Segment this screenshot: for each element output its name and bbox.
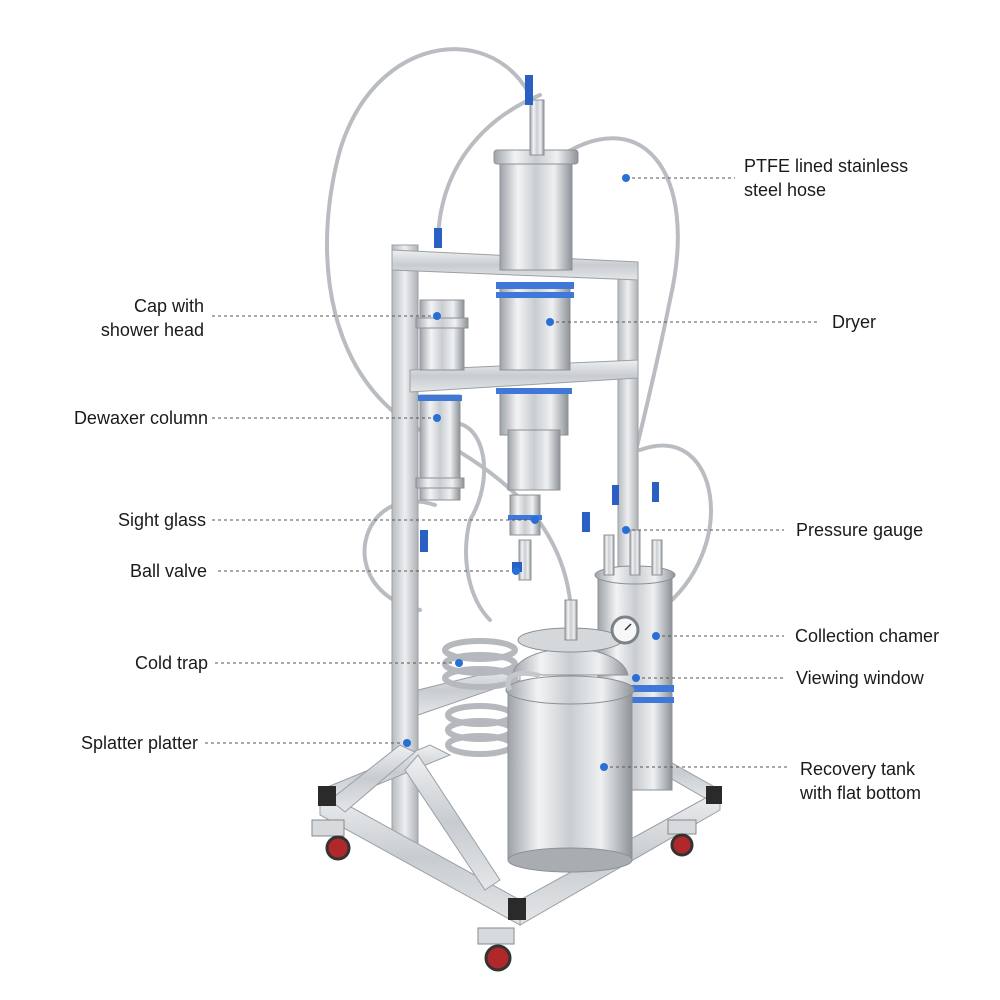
label-ptfe-hose-line2: steel hose xyxy=(744,180,827,200)
right-hose xyxy=(553,136,680,522)
label-cap-shower-head: Cap with shower head xyxy=(101,294,204,342)
marker-gauge xyxy=(622,526,630,534)
marker-sight xyxy=(531,516,539,524)
tank-handle xyxy=(505,670,541,692)
dryer-band-3 xyxy=(496,388,572,394)
dryer-band-2 xyxy=(496,292,574,298)
label-dewaxer-column: Dewaxer column xyxy=(74,406,208,430)
ball-valve-handle xyxy=(512,562,522,572)
dewaxer-valve-handle xyxy=(434,228,442,248)
label-recovery-line1: Recovery tank xyxy=(800,759,916,779)
sight-glass-band xyxy=(508,515,542,520)
label-recovery-tank: Recovery tank with flat bottom xyxy=(800,757,921,805)
label-cold-trap: Cold trap xyxy=(135,651,208,675)
marker-cold xyxy=(455,659,463,667)
label-sight-glass: Sight glass xyxy=(118,508,206,532)
caster-right xyxy=(667,819,697,857)
dewaxer-column xyxy=(415,228,469,501)
marker-ball xyxy=(512,567,520,575)
label-ball-text: Ball valve xyxy=(129,561,207,581)
label-recovery-line2: with flat bottom xyxy=(800,783,922,803)
top-hose xyxy=(436,93,542,242)
side-valve-handle xyxy=(582,512,590,532)
label-cold-text: Cold trap xyxy=(134,653,208,673)
base-front-rail xyxy=(319,789,521,926)
corner-cap-front xyxy=(508,898,526,920)
label-ball-valve: Ball valve xyxy=(130,559,207,583)
dryer-band-1 xyxy=(496,282,574,289)
corner-cap-left xyxy=(318,786,336,806)
label-pressure-gauge: Pressure gauge xyxy=(796,518,923,542)
top-valve-handle xyxy=(525,75,533,105)
label-gauge-text: Pressure gauge xyxy=(796,520,924,540)
label-dryer: Dryer xyxy=(832,310,876,334)
marker-dryer xyxy=(546,318,554,326)
diagonal-brace-left xyxy=(329,744,416,813)
label-dryer-text: Dryer xyxy=(832,312,876,332)
right-hose-loop xyxy=(638,443,713,612)
marker-dewaxer xyxy=(433,414,441,422)
dewaxer-band xyxy=(418,395,462,401)
casters xyxy=(311,819,697,972)
collection-valve-2 xyxy=(652,482,659,502)
marker-cap xyxy=(433,312,441,320)
left-valve-handle xyxy=(420,530,428,552)
label-viewing-window: Viewing window xyxy=(796,666,924,690)
collection-band-1 xyxy=(596,685,674,692)
caster-front xyxy=(477,927,515,972)
label-splatter-platter: Splatter platter xyxy=(81,731,198,755)
label-ptfe-hose: PTFE lined stainless steel hose xyxy=(744,154,908,202)
corner-cap-right xyxy=(706,786,722,804)
marker-viewing xyxy=(632,674,640,682)
dewaxer-hose xyxy=(428,420,492,622)
label-ptfe-hose-line1: PTFE lined stainless xyxy=(744,156,909,176)
label-cap-line1: Cap with xyxy=(133,296,204,316)
label-dewaxer-text: Dewaxer column xyxy=(73,408,208,428)
recovery-tank xyxy=(505,599,640,873)
label-viewing-text: Viewing window xyxy=(796,668,924,688)
marker-recovery xyxy=(600,763,608,771)
marker-splatter xyxy=(403,739,411,747)
sight-glass-assembly xyxy=(420,494,590,581)
label-collection-chamber: Collection chamer xyxy=(795,624,939,648)
marker-collection xyxy=(652,632,660,640)
collection-band-2 xyxy=(596,697,674,703)
dryer-column xyxy=(493,75,579,491)
markers xyxy=(403,174,660,771)
label-sight-text: Sight glass xyxy=(117,510,206,530)
label-collection-text: Collection chamer xyxy=(795,626,940,646)
marker-ptfe xyxy=(622,174,630,182)
collection-valve-1 xyxy=(612,485,619,505)
leader-lines xyxy=(205,177,820,768)
label-cap-line2: shower head xyxy=(100,320,204,340)
label-splatter-text: Splatter platter xyxy=(80,733,198,753)
caster-left xyxy=(311,819,351,861)
diagonal-brace-right xyxy=(404,754,501,891)
top-valve-body xyxy=(529,99,545,156)
